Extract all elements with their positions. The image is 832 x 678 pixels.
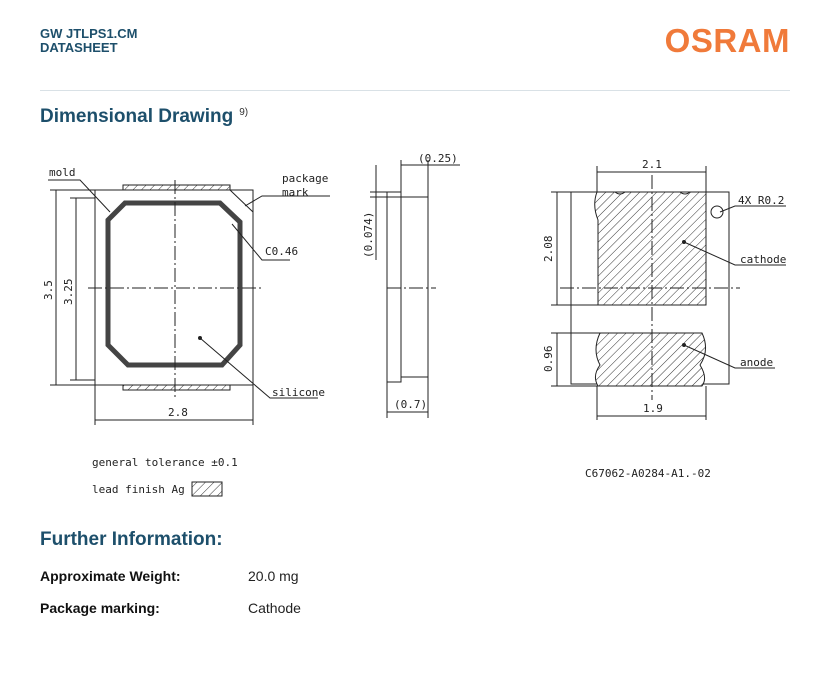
mark-label: mark	[282, 186, 309, 199]
dim-3-5: 3.5	[42, 280, 55, 300]
side-body	[386, 191, 402, 383]
marking-value: Cathode	[248, 600, 301, 616]
mold-leader	[48, 179, 111, 213]
silicone-area	[105, 200, 243, 368]
lead-finish-swatch	[191, 481, 223, 497]
weight-label: Approximate Weight:	[40, 568, 181, 584]
dim-1-9: 1.9	[643, 402, 663, 415]
drawing-number: C67062-A0284-A1.-02	[585, 467, 711, 480]
document-header: GW JTLPS1.CM DATASHEET	[40, 27, 138, 55]
silicone-leader	[199, 337, 318, 399]
cathode-pad	[594, 191, 707, 306]
dim-0-25: (0.25)	[418, 152, 458, 165]
dim-2-8: 2.8	[168, 406, 188, 419]
top-view	[48, 179, 330, 425]
dim-2-08: 2.08	[542, 236, 555, 263]
marking-label: Package marking:	[40, 600, 160, 616]
cathode-label: cathode	[740, 253, 786, 266]
osram-logo: OSRAM	[664, 22, 790, 59]
dim-3-25: 3.25	[62, 279, 75, 306]
radius-notch	[710, 205, 724, 219]
cathode-leader	[683, 241, 786, 266]
weight-value: 20.0 mg	[248, 568, 299, 584]
silicone-label: silicone	[272, 386, 325, 399]
dim-0-7: (0.7)	[394, 398, 427, 411]
mold-label: mold	[49, 166, 76, 179]
anode-leader	[683, 344, 775, 369]
radius-leader	[719, 205, 786, 213]
tolerance-note: general tolerance ±0.1	[92, 456, 238, 469]
product-name: GW JTLPS1.CM	[40, 26, 138, 41]
side-view	[370, 160, 460, 418]
anode-label: anode	[740, 356, 773, 369]
chamfer-leader	[231, 223, 290, 261]
further-info-title: Further Information:	[40, 529, 223, 550]
dim-0-96: 0.96	[542, 346, 555, 373]
package-mark-leader	[244, 195, 330, 207]
header-divider	[40, 90, 790, 91]
side-lens	[401, 196, 429, 378]
footnote-ref: 9)	[239, 106, 249, 118]
radius-label: 4X R0.2	[738, 194, 784, 207]
bottom-view	[551, 166, 786, 420]
lead-finish-note: lead finish Ag	[92, 483, 185, 496]
dim-0-074: (0.074)	[362, 212, 375, 258]
document-type: DATASHEET	[40, 40, 118, 55]
bottom-lead	[122, 384, 231, 391]
dim-2-1: 2.1	[642, 158, 662, 171]
package-label: package	[282, 172, 328, 185]
anode-pad	[594, 332, 706, 387]
chamfer-label: C0.46	[265, 245, 298, 258]
